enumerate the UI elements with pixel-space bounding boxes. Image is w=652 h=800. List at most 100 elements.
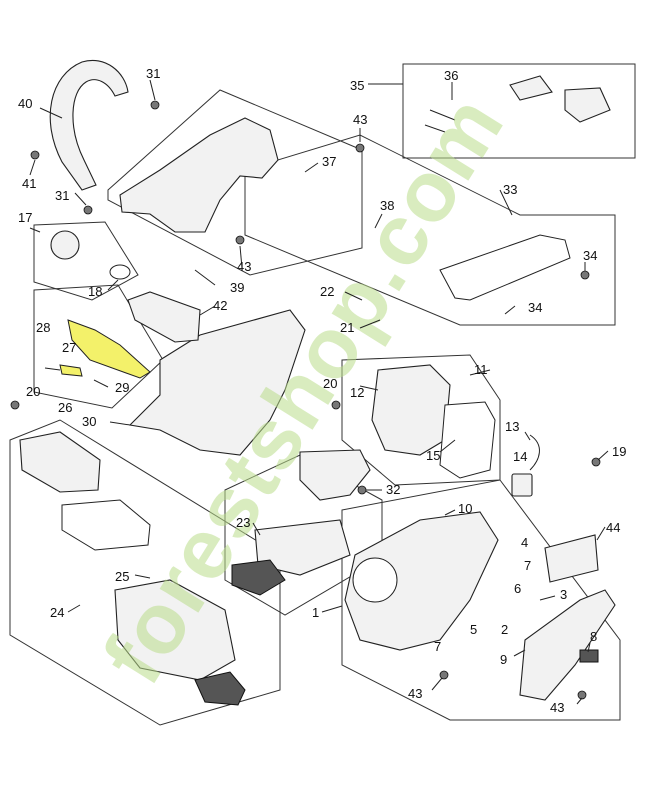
- label-34a: 34: [583, 248, 597, 263]
- label-34b: 34: [528, 300, 542, 315]
- label-30: 30: [82, 414, 96, 429]
- lever-clip-part: [59, 364, 83, 377]
- bolt-34: [580, 270, 590, 280]
- o-ring-part: [109, 264, 131, 280]
- label-23: 23: [236, 515, 250, 530]
- lever-highlight-part: [67, 319, 151, 379]
- label-42: 42: [213, 298, 227, 313]
- label-7b: 7: [434, 639, 441, 654]
- side-cover-part: [127, 291, 201, 343]
- label-43b: 43: [237, 259, 251, 274]
- label-1: 1: [312, 605, 319, 620]
- label-32: 32: [386, 482, 400, 497]
- label-27: 27: [62, 340, 76, 355]
- cover-frame: [9, 419, 281, 726]
- label-15: 15: [426, 448, 440, 463]
- label-5: 5: [470, 622, 477, 637]
- label-20a: 20: [26, 384, 40, 399]
- leader-lines: [29, 79, 609, 705]
- label-4: 4: [521, 535, 528, 550]
- label-11: 11: [474, 362, 488, 377]
- bolt-43-top: [355, 143, 365, 153]
- bottom-cover-part: [19, 431, 101, 493]
- plate-part: [544, 534, 599, 583]
- label-37: 37: [322, 154, 336, 169]
- knob-part: [579, 649, 599, 663]
- top-handle-frame: [107, 89, 363, 276]
- top-handle-part: [119, 117, 279, 233]
- parts: [10, 59, 616, 706]
- label-36: 36: [444, 68, 458, 83]
- label-17: 17: [18, 210, 32, 225]
- switch-lever-frame: [33, 284, 164, 409]
- bolt-43-bottom: [439, 670, 449, 680]
- gear-housing-part: [344, 511, 499, 651]
- switch-part: [564, 87, 611, 123]
- chain-cover-part: [519, 589, 616, 701]
- bolt-43-mid: [235, 235, 245, 245]
- bolt-41: [30, 150, 40, 160]
- trigger-kit-frame: [402, 63, 636, 159]
- oil-pump-frame: [33, 221, 139, 301]
- label-2: 2: [501, 622, 508, 637]
- label-31a: 31: [146, 66, 160, 81]
- part-number-labels: 31 40 41 31 35 36 43 37 38 33 34 34 17 1…: [18, 66, 626, 715]
- front-handle-part: [49, 59, 129, 191]
- bolt-43-right: [577, 690, 587, 700]
- spring-part: [424, 109, 456, 133]
- label-24: 24: [50, 605, 64, 620]
- group-frames: [9, 63, 636, 726]
- trigger-part: [509, 75, 553, 101]
- label-43c: 43: [408, 686, 422, 701]
- label-13: 13: [505, 419, 519, 434]
- gasket-part: [61, 499, 151, 551]
- label-20b: 20: [323, 376, 337, 391]
- switch-group-frame: [244, 134, 616, 326]
- bolt-32: [357, 485, 367, 495]
- bolt-20-left: [10, 400, 20, 410]
- capacitor-part: [511, 473, 533, 497]
- bolt-31: [150, 100, 160, 110]
- label-10: 10: [458, 501, 472, 516]
- label-33: 33: [503, 182, 517, 197]
- label-3: 3: [560, 587, 567, 602]
- foot-part: [194, 671, 246, 706]
- label-28: 28: [36, 320, 50, 335]
- label-43d: 43: [550, 700, 564, 715]
- label-8: 8: [590, 629, 597, 644]
- label-18: 18: [88, 284, 102, 299]
- label-44: 44: [606, 520, 620, 535]
- label-7: 7: [524, 558, 531, 573]
- cable-part: [529, 434, 540, 471]
- switch-cover-part: [439, 234, 571, 301]
- label-29: 29: [115, 380, 129, 395]
- bolt-31b: [83, 205, 93, 215]
- label-22: 22: [320, 284, 334, 299]
- seal-ring-part: [439, 401, 496, 479]
- label-21: 21: [340, 320, 354, 335]
- label-38: 38: [380, 198, 394, 213]
- motor-housing-part: [371, 364, 451, 456]
- label-35: 35: [350, 78, 364, 93]
- base-plate-part: [114, 579, 236, 681]
- label-9: 9: [500, 652, 507, 667]
- label-25: 25: [115, 569, 129, 584]
- label-41: 41: [22, 176, 36, 191]
- label-43a: 43: [353, 112, 367, 127]
- motor-block-part: [231, 559, 286, 596]
- label-26: 26: [58, 400, 72, 415]
- label-14: 14: [513, 449, 527, 464]
- label-40: 40: [18, 96, 32, 111]
- oil-pump-part: [50, 230, 80, 260]
- label-19: 19: [612, 444, 626, 459]
- wiring-harness-part: [299, 449, 371, 501]
- label-12: 12: [350, 385, 364, 400]
- sprocket-part: [352, 557, 398, 603]
- label-6: 6: [514, 581, 521, 596]
- bolt-20-mid: [331, 400, 341, 410]
- chain-drive-frame: [341, 479, 621, 721]
- main-body-part: [128, 309, 306, 456]
- circuit-board-part: [254, 519, 351, 576]
- label-39: 39: [230, 280, 244, 295]
